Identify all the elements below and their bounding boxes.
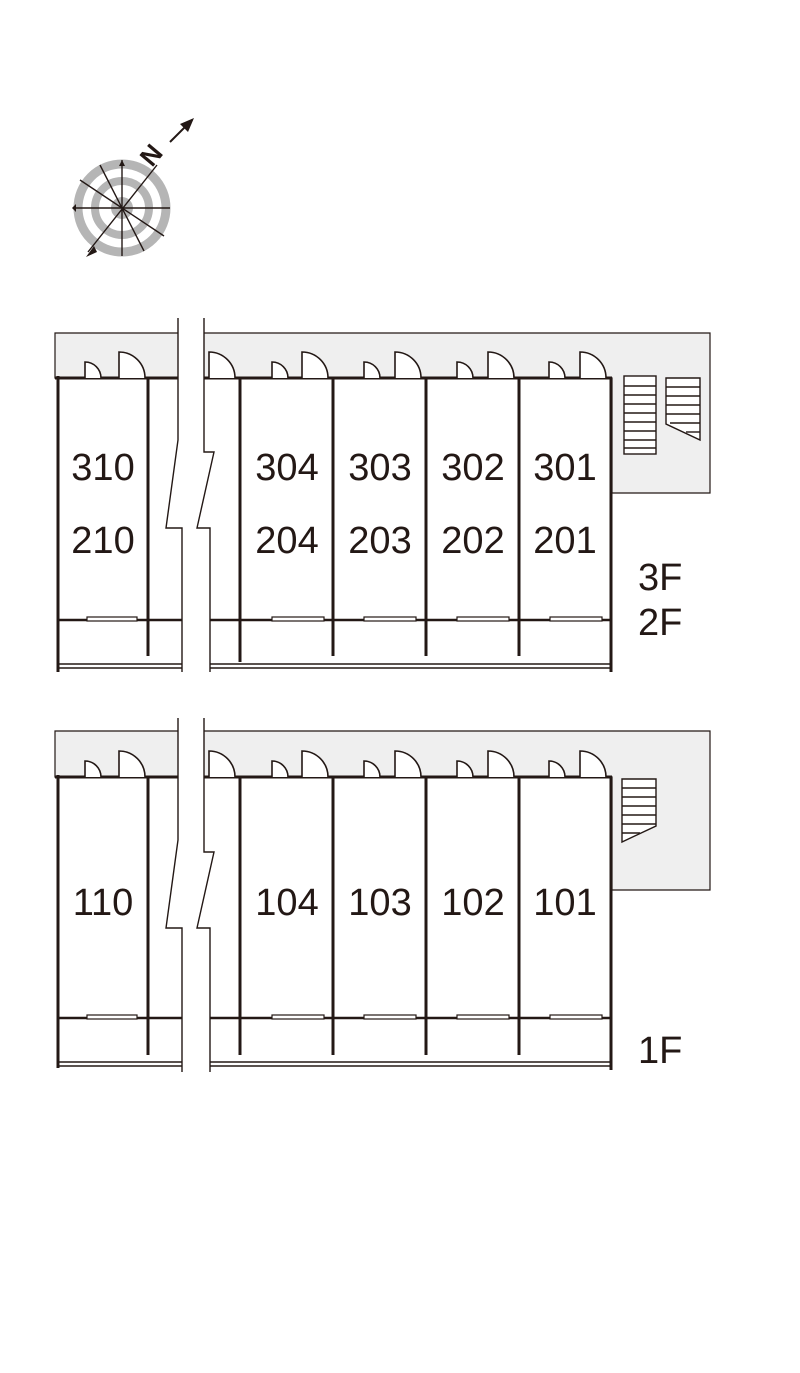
north-arrow-icon	[72, 118, 194, 257]
floor-label-2f: 2F	[638, 602, 682, 644]
stair-icon	[621, 778, 657, 844]
unit-label: 203	[348, 520, 411, 562]
unit-label: 103	[348, 882, 411, 924]
lower-block	[54, 718, 711, 1072]
unit-label: 202	[441, 520, 504, 562]
stair-icon	[623, 375, 701, 455]
unit-label: 303	[348, 447, 411, 489]
unit-label: 210	[71, 520, 134, 562]
door-icons	[84, 351, 607, 379]
unit-label: 201	[533, 520, 596, 562]
unit-label: 304	[255, 447, 318, 489]
floor-label-3f: 3F	[638, 557, 682, 599]
unit-label: 204	[255, 520, 318, 562]
floor-label-1f: 1F	[638, 1030, 682, 1072]
unit-label: 110	[73, 882, 134, 924]
unit-label: 301	[533, 447, 596, 489]
unit-label: 310	[71, 447, 134, 489]
unit-label: 101	[533, 882, 596, 924]
unit-label: 302	[441, 447, 504, 489]
door-icons	[84, 750, 607, 778]
unit-label: 104	[255, 882, 318, 924]
upper-block	[54, 318, 711, 672]
unit-label: 102	[441, 882, 504, 924]
